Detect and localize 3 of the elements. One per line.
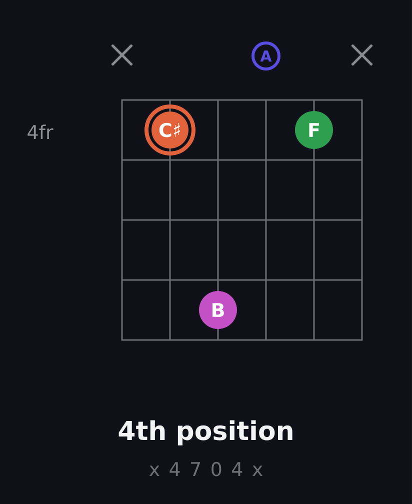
title: 4th position bbox=[118, 420, 292, 446]
fingering-text: x 4 7 0 4 x bbox=[149, 462, 263, 476]
fret-number: 4fr bbox=[28, 124, 54, 139]
